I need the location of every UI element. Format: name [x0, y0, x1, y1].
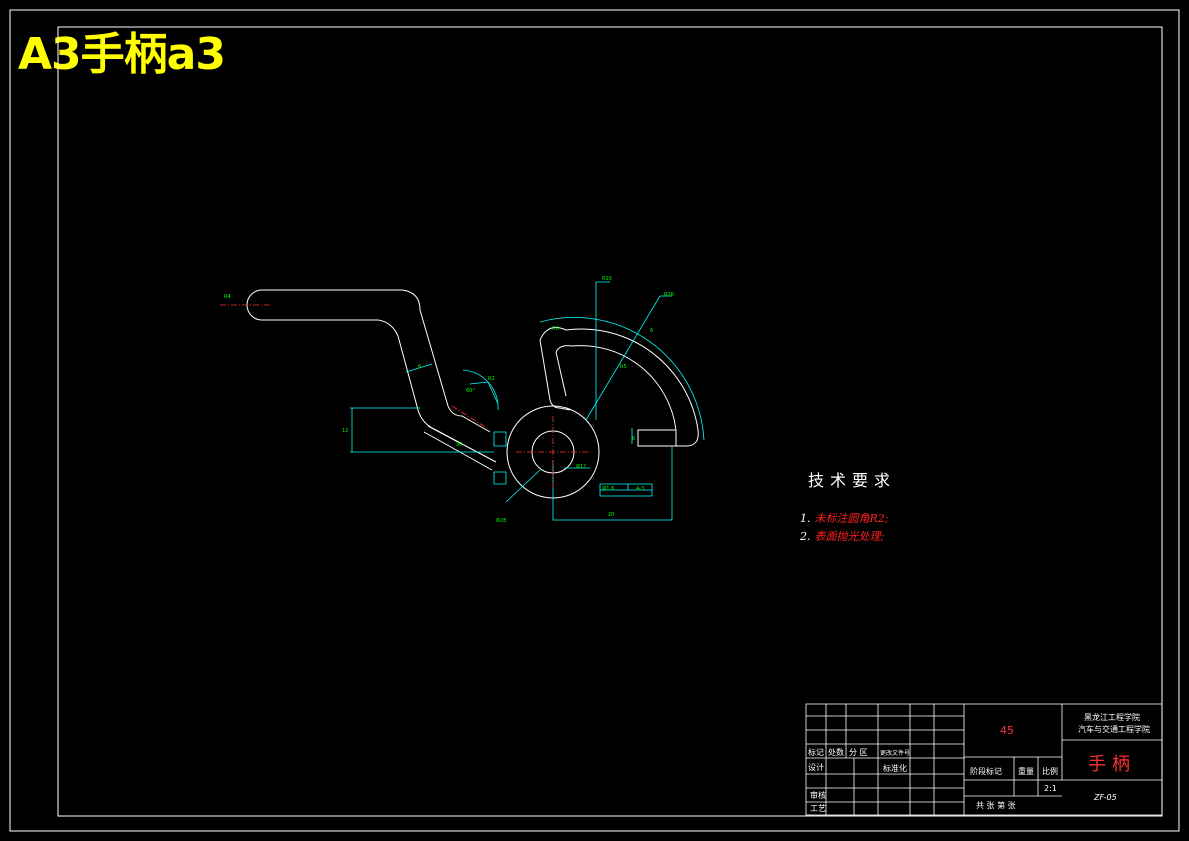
tech-requirements-title: 技术要求 [808, 471, 897, 490]
material: 45 [1000, 724, 1014, 737]
outer-frame [9, 9, 1180, 832]
dim-4-3: 4-3 [636, 486, 644, 492]
label-weight: 重量 [1018, 767, 1034, 776]
tech-requirement-2: 2.表面抛光处理; [800, 528, 884, 544]
tech-requirement-1-text: 未标注圆角R2; [814, 512, 889, 525]
label-standardize: 标准化 [883, 764, 907, 773]
arm-web [539, 339, 571, 411]
part-name: 手柄 [1088, 754, 1136, 775]
label-ratio: 比例 [1042, 767, 1058, 776]
part-outline [246, 289, 699, 499]
curved-arm-outer [539, 327, 699, 447]
label-mark: 标记 [808, 748, 824, 757]
dim-r5: R5 [620, 364, 627, 370]
inner-frame [57, 26, 1163, 817]
label-sheets: 共 张 第 张 [976, 801, 1016, 810]
dim-60deg: 60° [466, 388, 475, 394]
label-zone: 分 区 [849, 748, 868, 757]
tech-requirement-1: 1.未标注圆角R2; [800, 510, 889, 526]
label-review: 审核 [810, 791, 826, 800]
label-design: 设计 [808, 763, 824, 772]
label-process: 工艺 [810, 804, 826, 813]
title-block-grid [805, 703, 1163, 816]
watermark-title: A3手柄a3 [18, 29, 226, 80]
dim-r6: R6 [552, 326, 559, 332]
dim-30: 30 [456, 442, 462, 448]
label-change-doc: 更改文件号 [880, 750, 911, 757]
dim-r26: R26 [664, 292, 674, 298]
dim-r10: R10 [602, 276, 612, 282]
lower-slot [423, 425, 497, 471]
dim-r4: R4 [224, 294, 231, 300]
drawing-number: ZF-05 [1094, 793, 1117, 802]
dim-phi28: Φ28 [496, 518, 506, 524]
label-count: 处数 [828, 748, 844, 757]
scale: 2:1 [1044, 784, 1057, 793]
center-lines [220, 304, 592, 490]
dim-20: 20 [608, 512, 614, 518]
tech-requirement-2-text: 表面抛光处理; [814, 530, 885, 543]
tech-requirement-2-num: 2. [800, 530, 811, 543]
arm-end [637, 429, 686, 447]
school-line-2: 汽车与交通工程学院 [1078, 725, 1150, 734]
dimension-labels: R4 R10 R26 R6 R5 6 R2 12 60° 30 6 6 Φ12 … [224, 276, 674, 524]
label-stage-mark: 阶段标记 [970, 767, 1002, 776]
tech-requirement-1-num: 1. [800, 512, 811, 525]
dim-6-right: 6 [632, 436, 635, 442]
dim-12: 12 [342, 428, 348, 434]
handle-arm [262, 289, 491, 445]
dim-r2: R2 [488, 376, 495, 382]
dim-phi12: Φ12 [576, 464, 586, 470]
dimension-lines [350, 281, 705, 521]
curved-arm-inner [555, 345, 677, 431]
school-line-1: 黑龙江工程学院 [1084, 713, 1140, 722]
dim-6-left: 6 [418, 364, 421, 370]
dim-6-arm: 6 [650, 328, 653, 334]
dim-phi1-6: Ф1.6 [602, 486, 614, 492]
